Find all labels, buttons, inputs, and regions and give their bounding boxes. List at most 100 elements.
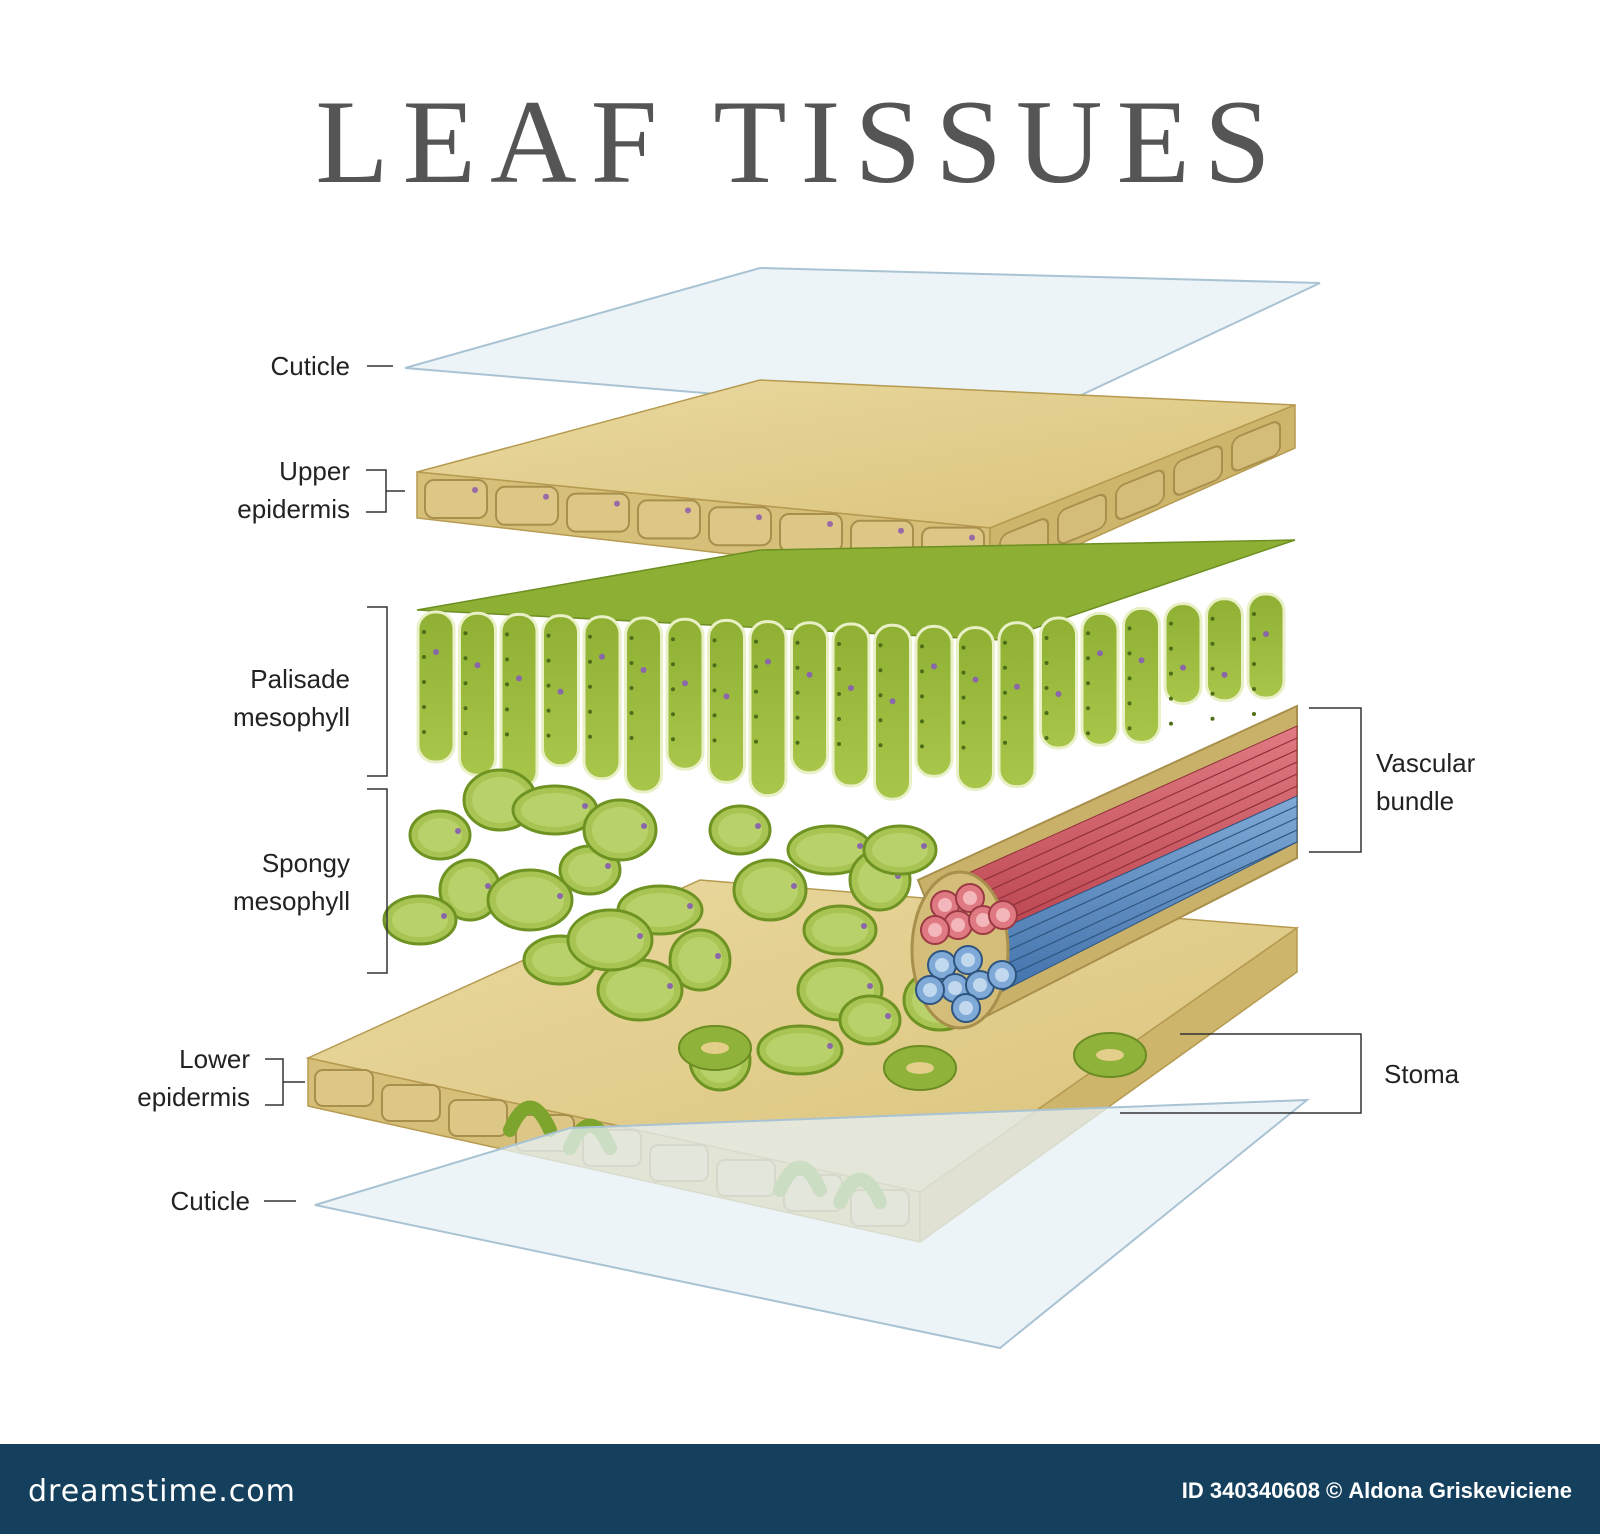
phloem-lumen <box>959 1001 973 1015</box>
diagram-title: LEAF TISSUES <box>315 75 1285 208</box>
chloroplast <box>505 657 509 662</box>
cell-nucleus <box>715 953 721 959</box>
cell-nucleus <box>889 698 896 705</box>
cell-nucleus <box>557 688 564 695</box>
chloroplast <box>712 663 717 668</box>
chloroplast <box>463 656 468 661</box>
spongy-cell-interior <box>848 1003 892 1037</box>
palisade-cell <box>790 621 829 775</box>
cell-nucleus <box>765 658 771 665</box>
cell-nucleus <box>474 662 481 669</box>
cell-nucleus <box>640 667 647 673</box>
chloroplast <box>878 693 883 698</box>
chloroplast <box>837 642 841 646</box>
chloroplast <box>1252 662 1256 666</box>
cell-nucleus <box>1180 664 1186 671</box>
chloroplast <box>712 713 717 718</box>
footer-brand: dreamstime.com <box>28 1474 296 1509</box>
chloroplast <box>754 639 758 644</box>
palisade-cell <box>1039 616 1078 750</box>
palisade-cell <box>665 617 705 771</box>
chloroplast <box>588 709 592 714</box>
chloroplast <box>629 711 634 715</box>
chloroplast <box>961 670 966 675</box>
chloroplast <box>878 743 883 748</box>
xylem-lumen <box>928 923 942 937</box>
spongy-cell-interior <box>418 818 462 852</box>
chloroplast <box>1169 646 1173 651</box>
cell-nucleus <box>1055 691 1062 697</box>
chloroplast <box>837 692 841 696</box>
cell-nucleus <box>969 534 975 541</box>
phloem-strand-line <box>956 817 1298 975</box>
chloroplast <box>1210 691 1215 696</box>
palisade-cell <box>914 624 954 778</box>
chloroplast <box>671 687 675 692</box>
vascular-bundle <box>910 704 1298 1030</box>
epidermis-cell <box>566 492 630 533</box>
chloroplast <box>1252 612 1256 616</box>
cell-nucleus <box>931 663 937 670</box>
palisade-cell <box>582 615 622 781</box>
chloroplast <box>961 720 966 725</box>
xylem-lumen <box>976 913 990 927</box>
chloroplast <box>1044 636 1049 640</box>
spongy-cell-interior <box>766 1033 834 1067</box>
stoma-arc <box>503 1100 557 1137</box>
chloroplast <box>920 719 924 724</box>
cell-nucleus <box>543 493 549 500</box>
xylem-lumen <box>963 891 977 905</box>
label-cuticle-bottom: Cuticle <box>170 1186 250 1216</box>
spongy-cell-interior <box>448 867 492 913</box>
chloroplast <box>1044 736 1049 740</box>
chloroplast <box>505 682 509 687</box>
chloroplast <box>588 684 592 689</box>
cell-nucleus <box>1263 631 1269 637</box>
footer-author: Aldona Griskeviciene <box>1348 1478 1572 1503</box>
cell-nucleus <box>433 649 439 655</box>
phloem-lumen <box>948 981 962 995</box>
chloroplast <box>795 640 800 645</box>
chloroplast <box>754 664 758 669</box>
palisade-cell <box>499 612 539 790</box>
cell-nucleus <box>455 828 461 834</box>
chloroplast <box>422 680 426 684</box>
chloroplast <box>422 705 426 709</box>
epidermis-cell <box>448 1099 508 1137</box>
cell-nucleus <box>637 933 643 939</box>
cell-nucleus <box>1221 671 1228 678</box>
xylem-lumen <box>938 898 952 912</box>
stomatal-pore <box>906 1062 934 1074</box>
chloroplast <box>546 708 551 713</box>
cell-nucleus <box>972 676 979 683</box>
chloroplast <box>1210 716 1215 721</box>
chloroplast <box>961 695 966 700</box>
footer-bar: dreamstime.com ID 340340608©Aldona Grisk… <box>0 1444 1600 1534</box>
epidermis-cell <box>637 499 701 540</box>
palisade-cell <box>1080 611 1120 747</box>
phloem-strand-line <box>954 805 1298 963</box>
cell-nucleus <box>827 1043 833 1049</box>
phloem-strand-line <box>960 841 1298 999</box>
chloroplast <box>1169 671 1173 676</box>
cell-nucleus <box>921 843 927 849</box>
label-spongy-line1: Spongy <box>261 848 350 878</box>
chloroplast <box>422 630 426 634</box>
label-upper-epidermis-line2: epidermis <box>237 494 350 524</box>
spongy-cell-interior <box>718 813 762 847</box>
chloroplast <box>546 633 551 638</box>
chloroplast <box>1086 681 1090 686</box>
chloroplast <box>1086 656 1090 661</box>
chloroplast <box>1003 665 1007 670</box>
chloroplast <box>795 690 800 695</box>
cell-nucleus <box>687 903 693 909</box>
palisade-cell <box>416 610 456 764</box>
phloem-lumen <box>973 978 987 992</box>
cell-nucleus <box>723 693 730 700</box>
palisade-cell <box>748 620 788 798</box>
label-lower-epidermis-line1: Lower <box>179 1044 250 1074</box>
chloroplast <box>505 732 509 737</box>
cell-nucleus <box>861 923 867 929</box>
